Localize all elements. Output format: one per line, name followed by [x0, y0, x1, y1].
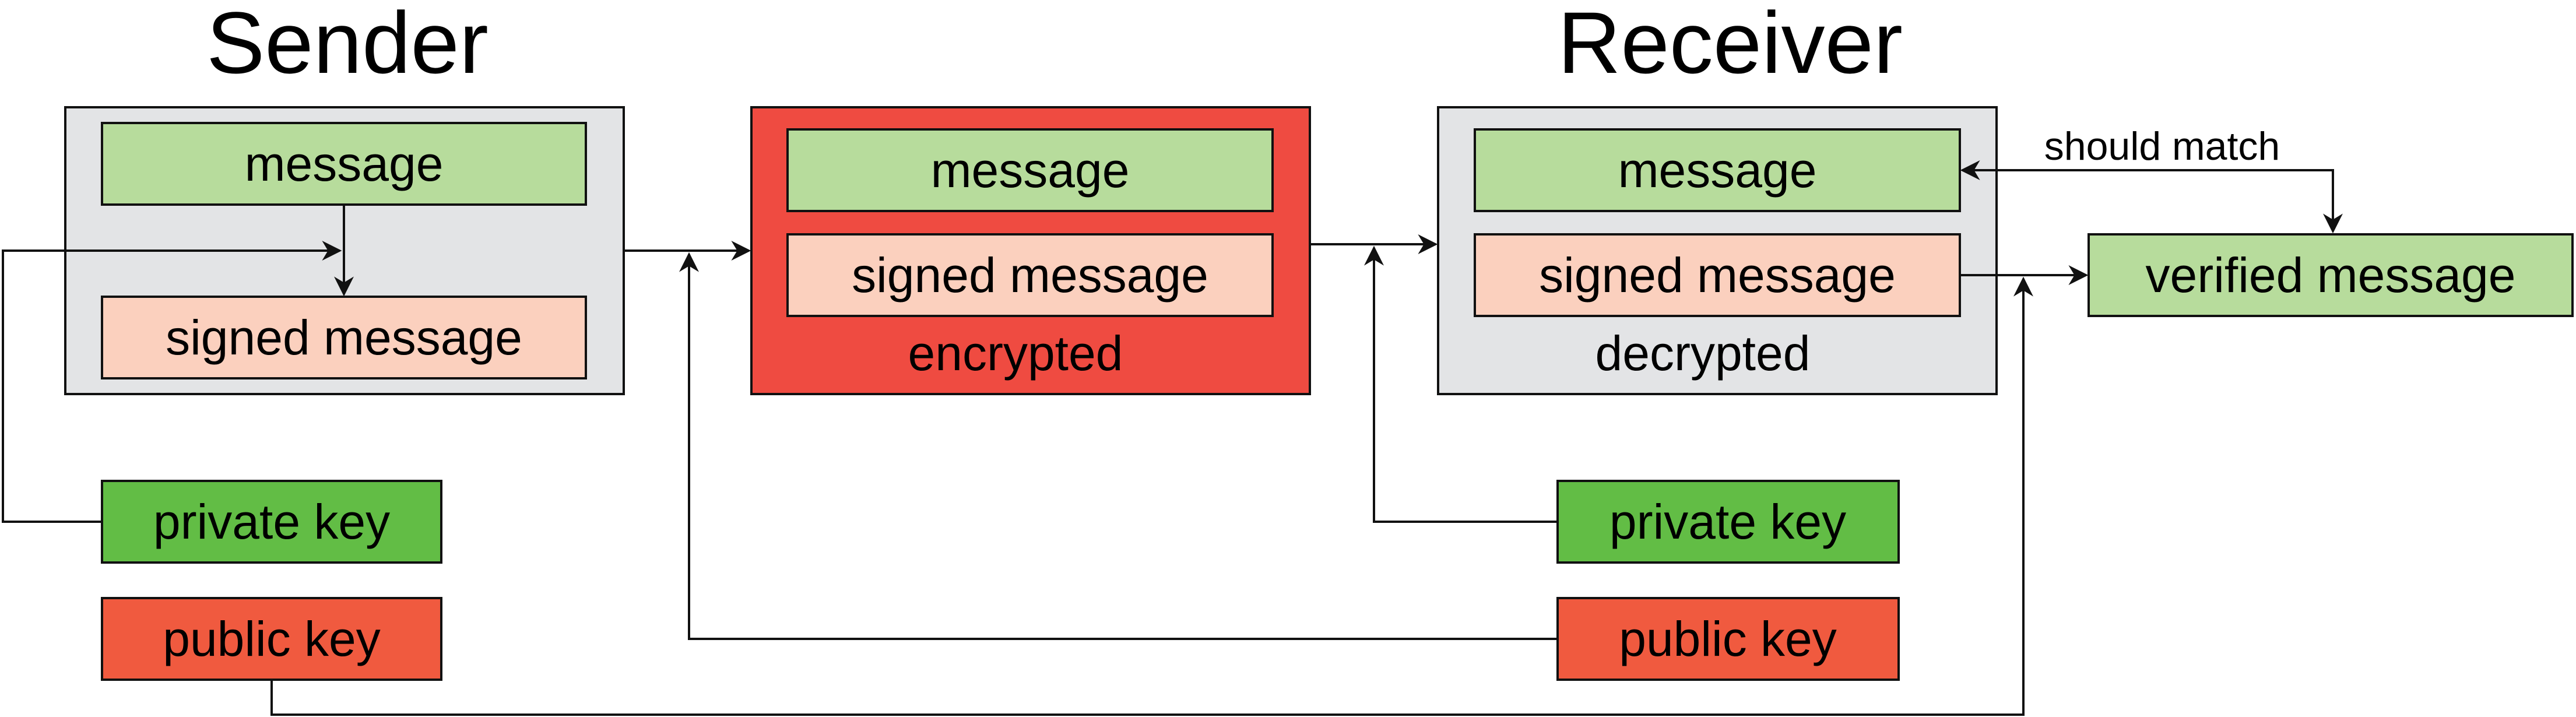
receiver-message-bg	[1474, 128, 1961, 212]
receiver-private-key-box: private key	[1556, 480, 1900, 564]
encrypted-message-label: message	[931, 143, 1130, 198]
should-match-connector	[1962, 169, 2343, 234]
receiver-signed-message-label: signed message	[1539, 248, 1896, 303]
receiver-private-key-label: private key	[1609, 494, 1846, 549]
encrypted-message-box: message	[786, 128, 1274, 212]
receiver-section: Receiver message signed message decrypte…	[1437, 0, 1998, 681]
encrypted-message-bg	[786, 128, 1274, 212]
sender-signed-message-box: signed message	[101, 296, 587, 379]
receiver-public-key-label: public key	[1619, 611, 1837, 666]
receiver-public-key-to-encryption-arrow	[679, 252, 1558, 640]
sender-message-box: message	[101, 122, 587, 206]
encrypted-signed-message-label: signed message	[852, 248, 1208, 303]
receiver-private-key-to-decryption-arrow	[1364, 245, 1558, 523]
sender-signed-message-label: signed message	[166, 310, 522, 365]
connectors	[2, 160, 2343, 716]
sender-public-key-label: public key	[163, 611, 381, 666]
sender-private-key-label: private key	[153, 494, 390, 549]
verified-message-box: verified message	[2087, 233, 2574, 317]
decrypted-caption: decrypted	[1595, 326, 1811, 381]
receiver-message-label: message	[1618, 143, 1817, 198]
verified-message-bg	[2087, 233, 2574, 317]
sender-signed-message-bg	[101, 296, 587, 379]
encrypted-signed-message-bg	[786, 233, 1274, 317]
verified-message-label: verified message	[2146, 248, 2516, 303]
sender-public-key-box: public key	[101, 597, 442, 681]
should-match-note: should match	[2044, 124, 2280, 168]
encrypted-caption: encrypted	[908, 326, 1123, 381]
sender-private-key-bg	[101, 480, 442, 564]
sender-private-key-to-sign-arrow	[2, 241, 342, 523]
receiver-private-key-bg	[1556, 480, 1900, 564]
sender-message-label: message	[245, 136, 444, 191]
receiver-public-key-box: public key	[1556, 597, 1900, 681]
receiver-signed-message-box: signed message	[1474, 233, 1961, 317]
receiver-public-key-bg	[1556, 597, 1900, 681]
encrypted-signed-message-box: signed message	[786, 233, 1274, 317]
sender-public-key-to-verification-arrow	[270, 276, 2033, 716]
verification-section: should match verified message	[2044, 124, 2574, 317]
sender-private-key-box: private key	[101, 480, 442, 564]
encrypted-packet-section: message signed message encrypted	[750, 106, 1311, 395]
receiver-title: Receiver	[1558, 0, 1903, 92]
sender-message-bg	[101, 122, 587, 206]
sender-section: Sender message signed message private ke…	[64, 0, 625, 681]
receiver-message-box: message	[1474, 128, 1961, 212]
sender-title: Sender	[206, 0, 489, 92]
